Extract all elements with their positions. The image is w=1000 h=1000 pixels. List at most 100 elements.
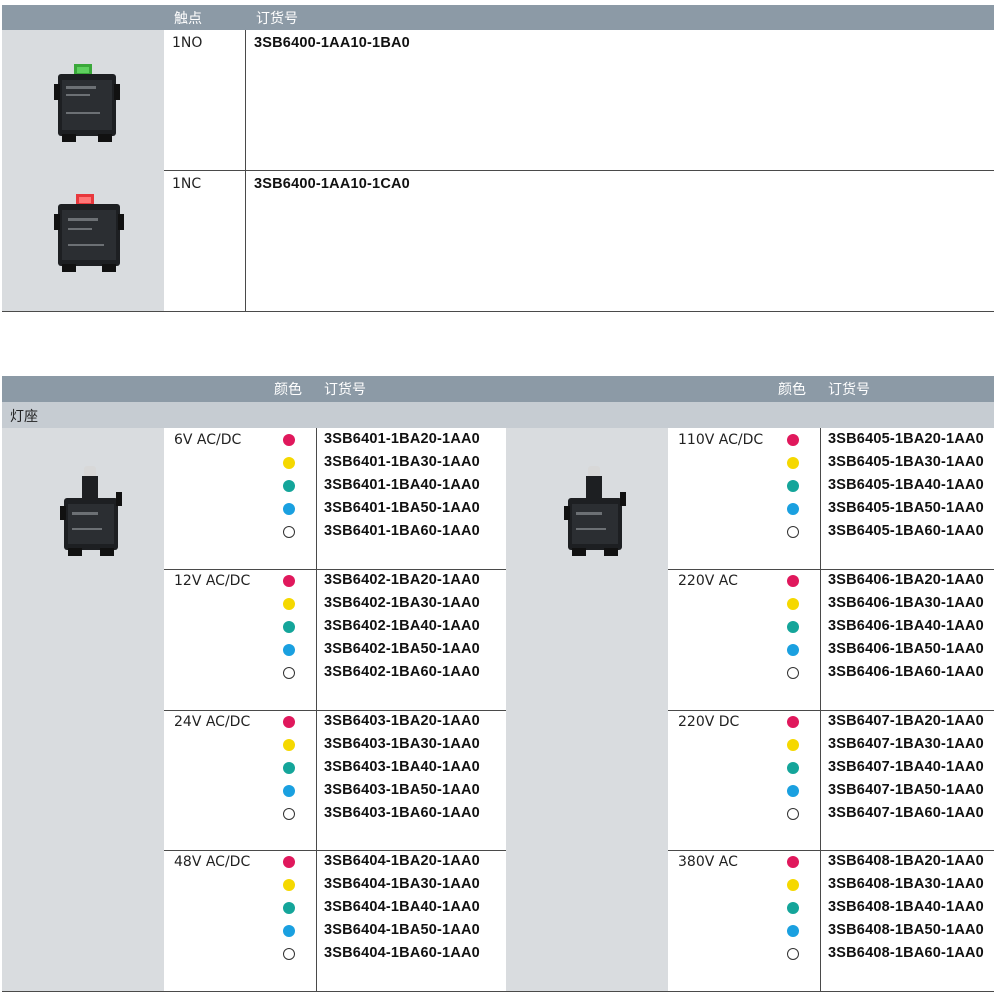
lamp-header-color-right: 颜色 — [778, 382, 806, 398]
lamp-order-code: 3SB6407-1BA20-1AA0 — [828, 712, 984, 729]
color-dot-icon — [283, 574, 295, 587]
color-dot-icon — [787, 597, 799, 610]
color-dot-icon — [283, 925, 295, 938]
color-dot-icon — [283, 715, 295, 728]
lamp-order-code: 3SB6407-1BA40-1AA0 — [828, 758, 984, 775]
lamp-voltage-label: 12V AC/DC — [174, 572, 251, 589]
color-dot-icon — [283, 807, 295, 820]
color-dot-icon — [787, 902, 799, 915]
lamp-order-code: 3SB6404-1BA30-1AA0 — [324, 876, 480, 893]
lamp-holder-image-right — [564, 466, 626, 556]
lamp-order-code: 3SB6407-1BA30-1AA0 — [828, 735, 984, 752]
color-dot-icon — [283, 457, 295, 469]
lamp-group-divider — [668, 710, 994, 711]
color-dot-icon — [787, 434, 799, 446]
lamp-order-code: 3SB6403-1BA40-1AA0 — [324, 758, 480, 775]
color-dot-icon — [283, 948, 295, 961]
color-dot-icon — [787, 526, 799, 538]
lamp-order-code: 3SB6401-1BA50-1AA0 — [324, 500, 480, 516]
lamp-order-code: 3SB6405-1BA20-1AA0 — [828, 431, 984, 447]
color-dot-icon — [787, 856, 799, 869]
lamp-voltage-label: 220V AC — [678, 572, 738, 589]
color-dot-icon — [283, 666, 295, 679]
color-dot-icon — [283, 503, 295, 515]
contacts-header-contact: 触点 — [174, 11, 202, 27]
lamp-header-order-right: 订货号 — [828, 382, 870, 398]
lamp-order-divider-v — [820, 428, 821, 991]
lamp-section-row: 灯座 — [2, 402, 994, 428]
contacts-header: 触点 订货号 — [2, 5, 994, 30]
color-dot-icon — [787, 666, 799, 679]
color-dot-icon — [787, 643, 799, 656]
color-dot-icon — [283, 761, 295, 774]
lamp-voltage-label: 6V AC/DC — [174, 432, 242, 448]
lamp-order-code: 3SB6404-1BA60-1AA0 — [324, 945, 480, 962]
color-dot-icon — [787, 715, 799, 728]
lamp-order-divider-v — [316, 428, 317, 991]
lamp-order-code: 3SB6404-1BA50-1AA0 — [324, 922, 480, 939]
color-dot-icon — [283, 784, 295, 797]
lamp-order-code: 3SB6407-1BA60-1AA0 — [828, 804, 984, 821]
lamp-order-code: 3SB6408-1BA40-1AA0 — [828, 899, 984, 916]
lamp-voltage-label: 110V AC/DC — [678, 432, 764, 448]
lamp-order-code: 3SB6404-1BA40-1AA0 — [324, 899, 480, 916]
lamp-order-code: 3SB6402-1BA20-1AA0 — [324, 571, 480, 588]
contact-block-green-image — [54, 64, 120, 142]
color-dot-icon — [787, 503, 799, 515]
color-dot-icon — [283, 738, 295, 751]
contact-1no-label: 1NO — [172, 35, 203, 51]
lamp-header-color-left: 颜色 — [274, 382, 302, 398]
lamp-section-title: 灯座 — [10, 409, 38, 425]
contact-1nc-label: 1NC — [172, 176, 202, 192]
color-dot-icon — [283, 902, 295, 915]
lamp-order-code: 3SB6402-1BA30-1AA0 — [324, 594, 480, 611]
color-dot-icon — [283, 856, 295, 869]
contacts-divider-h — [164, 170, 994, 171]
lamp-order-code: 3SB6405-1BA50-1AA0 — [828, 500, 984, 516]
lamp-order-code: 3SB6403-1BA30-1AA0 — [324, 735, 480, 752]
color-dot-icon — [787, 948, 799, 961]
contact-1no-order: 3SB6400-1AA10-1BA0 — [254, 35, 410, 51]
lamp-order-code: 3SB6407-1BA50-1AA0 — [828, 781, 984, 798]
contact-block-red-image — [54, 194, 124, 272]
color-dot-icon — [787, 480, 799, 492]
contacts-header-order: 订货号 — [256, 11, 298, 27]
color-dot-icon — [283, 434, 295, 446]
color-dot-icon — [787, 761, 799, 774]
lamp-order-code: 3SB6408-1BA50-1AA0 — [828, 922, 984, 939]
lamp-group-divider — [668, 569, 994, 570]
color-dot-icon — [787, 457, 799, 469]
color-dot-icon — [787, 925, 799, 938]
lamp-order-code: 3SB6405-1BA30-1AA0 — [828, 454, 984, 470]
color-dot-icon — [283, 643, 295, 656]
lamp-order-code: 3SB6402-1BA50-1AA0 — [324, 640, 480, 657]
lamp-bottom-rule — [2, 991, 994, 992]
lamp-voltage-label: 24V AC/DC — [174, 713, 251, 730]
lamp-order-code: 3SB6402-1BA60-1AA0 — [324, 663, 480, 680]
lamp-order-code: 3SB6401-1BA20-1AA0 — [324, 431, 480, 447]
lamp-order-code: 3SB6402-1BA40-1AA0 — [324, 617, 480, 634]
lamp-order-code: 3SB6404-1BA20-1AA0 — [324, 853, 480, 870]
color-dot-icon — [787, 879, 799, 892]
lamp-group-divider — [668, 850, 994, 851]
color-dot-icon — [787, 620, 799, 633]
color-dot-icon — [283, 480, 295, 492]
lamp-order-code: 3SB6406-1BA60-1AA0 — [828, 663, 984, 680]
contact-1nc-order: 3SB6400-1AA10-1CA0 — [254, 176, 410, 192]
lamp-order-code: 3SB6408-1BA20-1AA0 — [828, 853, 984, 870]
lamp-voltage-label: 48V AC/DC — [174, 854, 251, 871]
color-dot-icon — [787, 784, 799, 797]
lamp-header-order-left: 订货号 — [324, 382, 366, 398]
lamp-group-divider — [164, 569, 506, 570]
lamp-voltage-label: 220V DC — [678, 713, 740, 730]
lamp-order-code: 3SB6406-1BA30-1AA0 — [828, 594, 984, 611]
lamp-header: 颜色 订货号 颜色 订货号 — [2, 376, 994, 402]
lamp-group-divider — [164, 850, 506, 851]
color-dot-icon — [283, 526, 295, 538]
color-dot-icon — [787, 738, 799, 751]
lamp-order-code: 3SB6405-1BA60-1AA0 — [828, 523, 984, 539]
lamp-order-code: 3SB6406-1BA20-1AA0 — [828, 571, 984, 588]
lamp-order-code: 3SB6406-1BA50-1AA0 — [828, 640, 984, 657]
lamp-order-code: 3SB6405-1BA40-1AA0 — [828, 477, 984, 493]
lamp-order-code: 3SB6406-1BA40-1AA0 — [828, 617, 984, 634]
